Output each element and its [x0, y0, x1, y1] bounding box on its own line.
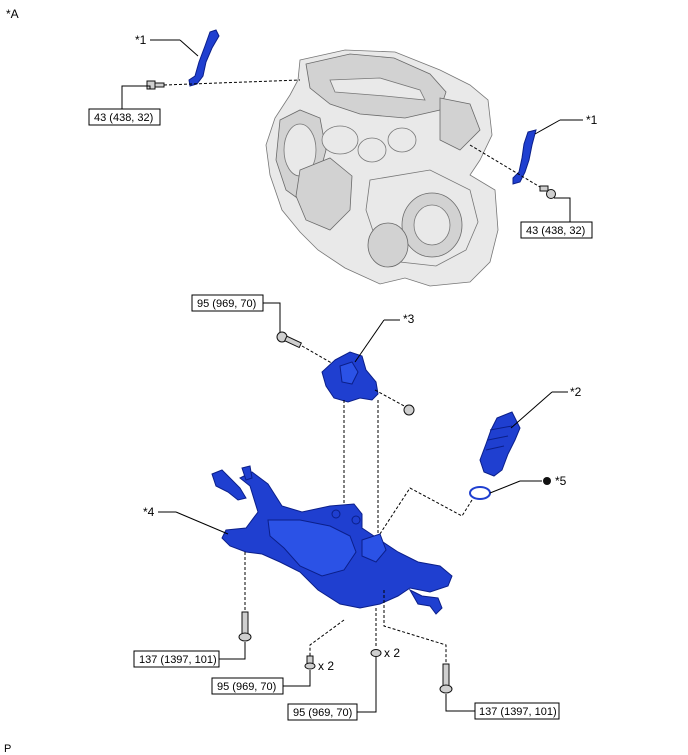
steering-boot	[479, 411, 521, 477]
callout-1-left: *1	[135, 33, 147, 47]
bracket-right	[512, 129, 537, 185]
torque-box-front-left	[133, 650, 220, 668]
callout-leader-4-b	[175, 511, 229, 535]
leader-torque-bracket-right	[554, 197, 571, 222]
leader-torque-front-mid	[283, 670, 311, 687]
callout-leader-5	[489, 480, 521, 494]
bolt-front-mid	[304, 655, 316, 670]
leader-torque-front-left	[219, 642, 246, 660]
callout-5: *5	[555, 474, 567, 488]
torque-box-bracket-right	[520, 221, 593, 239]
qty-rear-mid: x 2	[384, 646, 400, 660]
bolt-rear-right	[439, 663, 453, 694]
callout-3: *3	[403, 312, 415, 326]
torque-rear-right: 137 (1397, 101)	[479, 706, 557, 718]
bracket-left	[188, 29, 220, 87]
callout-1-right: *1	[586, 113, 598, 127]
dash-boot-to-frame	[375, 487, 473, 541]
torque-box-front-mid	[211, 677, 284, 695]
dash-bracket-left	[163, 79, 301, 86]
dash-mount-bolt	[301, 345, 336, 366]
torque-bracket-right: 43 (438, 32)	[526, 225, 585, 237]
callout-leader-1-left-b	[179, 39, 199, 57]
bolt-bracket-right	[539, 185, 556, 199]
callout-leader-2	[510, 391, 553, 429]
callout-2: *2	[570, 385, 582, 399]
new-part-dot-icon	[543, 477, 551, 485]
torque-front-left: 137 (1397, 101)	[139, 654, 217, 666]
callout-4: *4	[143, 505, 155, 519]
engine-assembly	[265, 49, 499, 287]
leader-torque-bracket-left	[121, 85, 151, 109]
torque-front-mid: 95 (969, 70)	[217, 681, 276, 693]
dash-rear-right	[383, 590, 447, 664]
engine-mount-bracket	[321, 351, 379, 403]
torque-mount-bolt: 95 (969, 70)	[197, 298, 256, 310]
dash-front-mid	[309, 619, 345, 656]
dash-mount-nut	[374, 389, 407, 408]
torque-box-rear-mid	[287, 703, 358, 721]
corner-label: P	[4, 743, 11, 755]
mount-nut	[403, 404, 415, 416]
qty-front-mid: x 2	[318, 659, 334, 673]
callout-leader-3	[354, 319, 385, 363]
bolt-rear-mid	[370, 649, 382, 657]
torque-box-bracket-left	[88, 108, 161, 126]
front-suspension-crossmember	[211, 465, 453, 615]
bolt-mount	[276, 331, 303, 349]
bolt-front-left	[238, 611, 252, 642]
dash-bracket-right	[469, 144, 546, 191]
o-ring	[469, 486, 491, 500]
leader-torque-rear-right	[445, 694, 475, 712]
leader-torque-rear-mid	[357, 657, 377, 713]
torque-box-rear-right	[474, 702, 560, 720]
torque-bracket-left: 43 (438, 32)	[94, 112, 153, 124]
callout-leader-1-right	[534, 119, 561, 135]
torque-rear-mid: 95 (969, 70)	[293, 707, 352, 719]
view-label: *A	[6, 7, 19, 21]
leader-torque-mount-bolt	[263, 302, 281, 332]
